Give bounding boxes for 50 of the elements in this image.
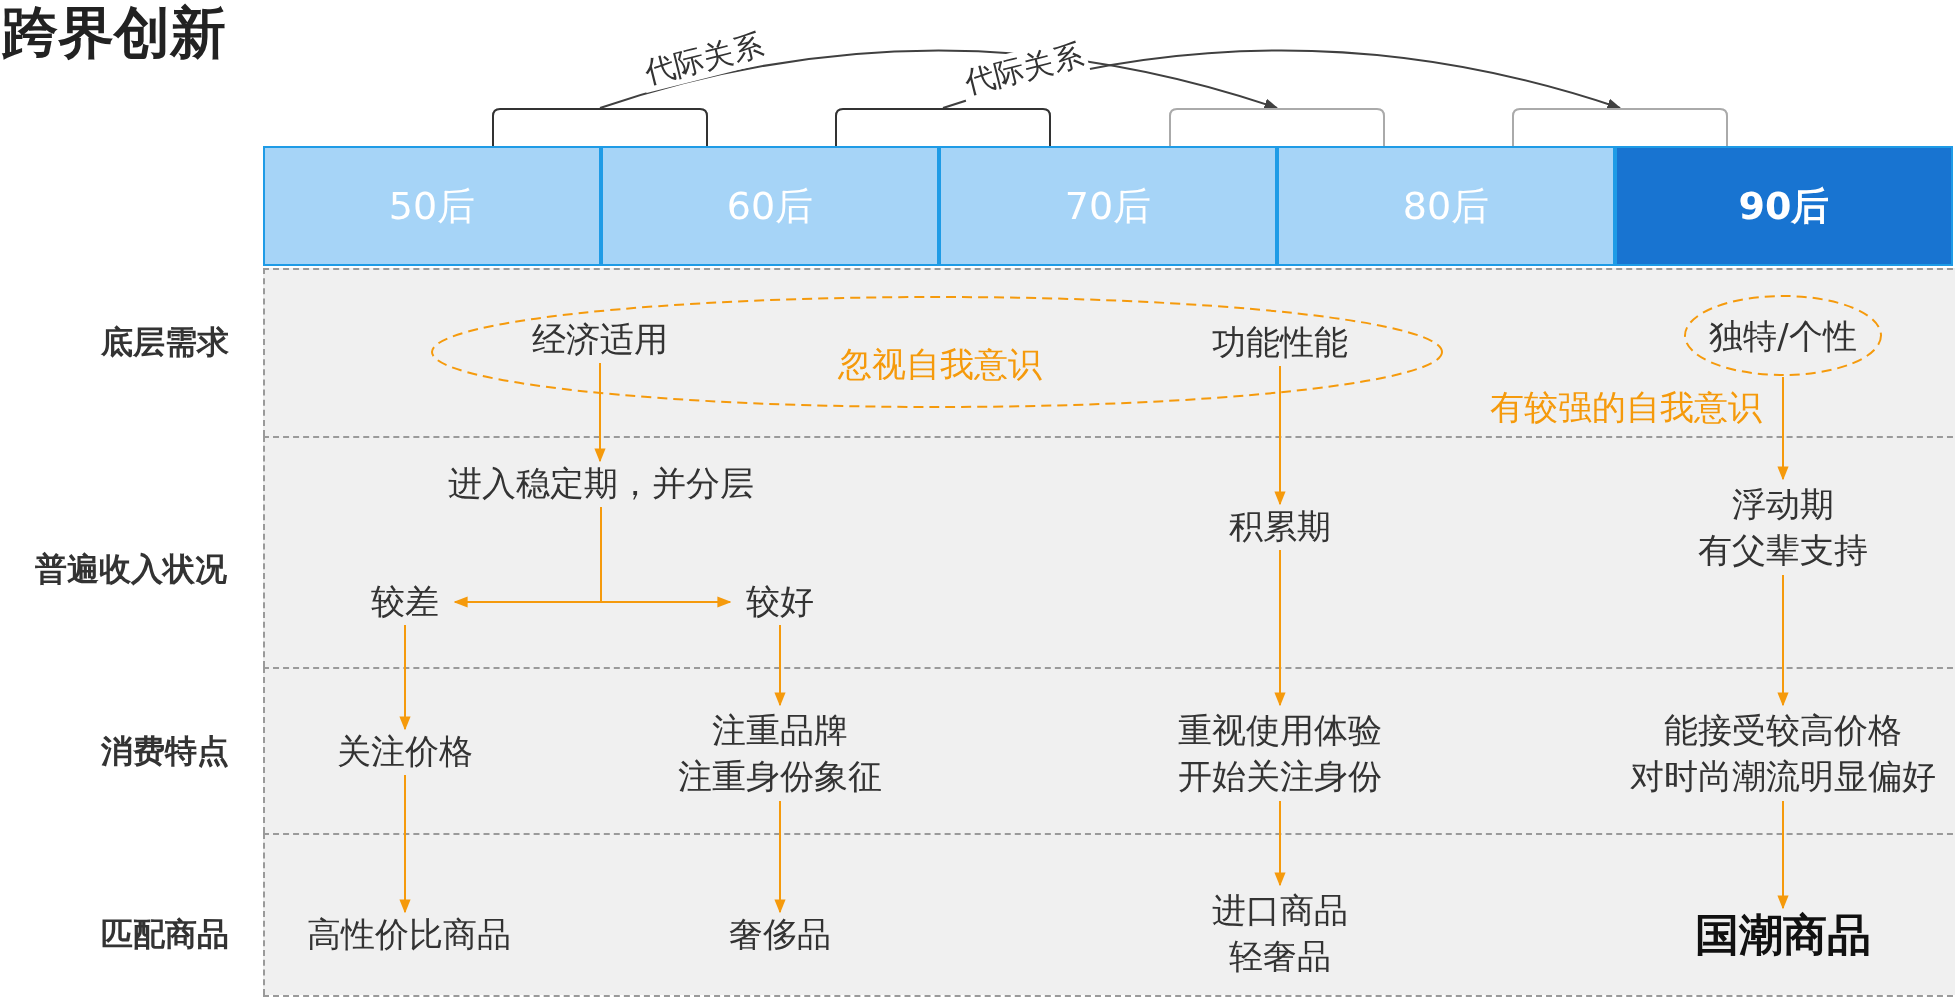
arrow [1274, 365, 1286, 506]
text-label: 积累期 [1200, 504, 1360, 550]
text-label: 功能性能 [1190, 320, 1370, 366]
row-label: 普遍收入状况 [34, 549, 228, 590]
arrow [399, 774, 411, 914]
text-line: 轻奢品 [1229, 935, 1331, 978]
dashed-ellipse [1683, 294, 1883, 377]
text-line: 开始关注身份 [1178, 755, 1382, 798]
header-cell: 80后 [1277, 146, 1615, 266]
arrow [1777, 574, 1789, 707]
text-line: 注重身份象征 [678, 755, 882, 798]
text-label: 关注价格 [305, 729, 505, 775]
text-label: 经济适用 [510, 317, 690, 363]
text-label: 进入稳定期，并分层 [421, 461, 781, 507]
arrow [1274, 800, 1286, 887]
row-label: 匹配商品 [100, 914, 230, 955]
header-cell: 90后 [1615, 146, 1953, 266]
bracket-icon [835, 108, 1051, 146]
text-label: 较差 [355, 579, 455, 625]
product-text: 国潮商品 [1653, 908, 1913, 962]
dashed-ellipse [430, 295, 1444, 409]
arrow [774, 800, 786, 914]
header-cell: 70后 [939, 146, 1277, 266]
header-cell: 60后 [601, 146, 939, 266]
text-label: 独特/个性 [1709, 314, 1857, 358]
annotation-text: 有较强的自我意识 [1489, 386, 1763, 429]
arrow [594, 362, 606, 463]
text-line: 重视使用体验 [1178, 709, 1382, 752]
arrow [1274, 549, 1286, 707]
arrow [774, 624, 786, 707]
text-label: 较好 [730, 579, 830, 625]
text-line: 对时尚潮流明显偏好 [1630, 755, 1936, 798]
text-line: 注重品牌 [712, 709, 848, 752]
title: 跨界创新 [2, 0, 226, 66]
row-label: 底层需求 [100, 322, 230, 363]
text-line: 能接受较高价格 [1664, 709, 1902, 752]
row-label: 消费特点 [100, 731, 230, 772]
arrow [1777, 376, 1789, 481]
text-line: 浮动期 [1732, 483, 1834, 526]
arrow [600, 506, 732, 608]
arrow [1777, 800, 1789, 910]
text-line: 进口商品 [1212, 889, 1348, 932]
bracket-icon [492, 108, 708, 146]
bracket-icon [1169, 108, 1385, 146]
arrow [399, 624, 411, 731]
text-line: 有父辈支持 [1698, 529, 1868, 572]
text-label: 高性价比商品 [279, 912, 539, 958]
text-label: 奢侈品 [680, 912, 880, 958]
bracket-icon [1512, 108, 1728, 146]
header-cell: 50后 [263, 146, 601, 266]
